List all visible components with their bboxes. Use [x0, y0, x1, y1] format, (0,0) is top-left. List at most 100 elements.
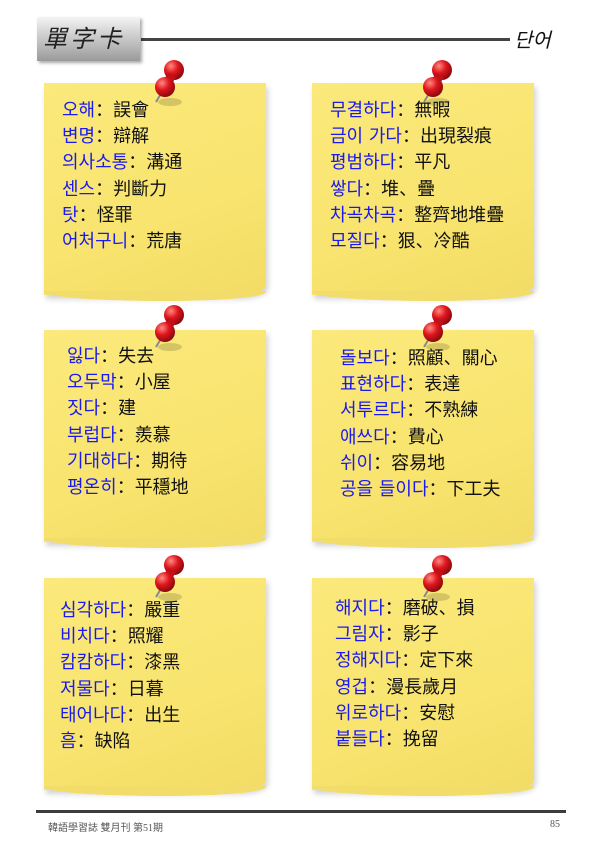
page-number: 85 — [550, 819, 560, 830]
vocab-entry: 차곡차곡：整齊地堆疊 — [330, 203, 504, 229]
korean-word: 부럽다 — [67, 424, 117, 446]
vocab-entry: 짓다：建 — [67, 396, 189, 422]
korean-word: 흠 — [60, 731, 77, 753]
vocab-entry: 어처구니：荒唐 — [62, 229, 182, 255]
chinese-meaning: 期待 — [151, 450, 188, 472]
korean-word: 애쓰다 — [340, 426, 390, 448]
separator: ： — [126, 704, 145, 726]
chinese-meaning: 平穩地 — [134, 477, 189, 499]
separator: ： — [109, 678, 128, 700]
separator: ： — [128, 231, 147, 253]
vocab-entry: 그림자：影子 — [335, 622, 475, 648]
chinese-meaning: 表達 — [424, 374, 461, 396]
sticky-note — [44, 83, 266, 301]
vocab-entry: 흠：缺陷 — [60, 729, 180, 755]
footer-divider — [36, 810, 566, 813]
section-label: 단어 — [514, 28, 551, 52]
vocab-entry: 모질다：狠、冷酷 — [330, 229, 504, 255]
separator: ： — [396, 152, 415, 174]
vocab-entry: 평범하다：平凡 — [330, 150, 504, 176]
chinese-meaning: 嚴重 — [144, 600, 181, 621]
chinese-meaning: 挽留 — [402, 729, 439, 751]
pushpin-icon — [416, 58, 456, 108]
korean-word: 금이 가다 — [330, 126, 402, 148]
chinese-meaning: 影子 — [402, 624, 439, 646]
separator: ： — [100, 398, 119, 420]
chinese-meaning: 辯解 — [113, 126, 150, 148]
section-title-box: 單字卡 — [37, 17, 140, 61]
vocab-entry: 영겁：漫長歲月 — [335, 675, 475, 701]
separator: ： — [78, 204, 97, 226]
vocab-entry: 탓：怪罪 — [62, 203, 182, 229]
korean-word: 평온히 — [67, 477, 117, 499]
korean-word: 무결하다 — [330, 100, 397, 121]
korean-word: 정해지다 — [335, 650, 402, 672]
vocab-entry: 쌓다：堆、疊 — [330, 177, 504, 203]
section-title: 單字卡 — [43, 25, 124, 53]
chinese-meaning: 缺陷 — [94, 731, 131, 753]
pushpin-icon — [416, 553, 456, 603]
korean-word: 차곡차곡 — [330, 204, 397, 226]
sticky-note — [44, 578, 266, 796]
vocab-entry: 의사소통：溝通 — [62, 150, 182, 176]
separator: ： — [116, 477, 135, 499]
chinese-meaning: 費心 — [407, 426, 444, 448]
vocab-entry: 변명：辯解 — [62, 124, 182, 150]
separator: ： — [126, 652, 145, 674]
korean-word: 기대하다 — [67, 450, 134, 472]
pushpin-icon — [148, 58, 188, 108]
vocab-entry: 쉬이：容易地 — [340, 451, 501, 477]
separator: ： — [401, 126, 420, 148]
separator: ： — [373, 452, 392, 474]
separator: ： — [406, 400, 425, 422]
korean-word: 모질다 — [330, 231, 380, 253]
korean-word: 그림자 — [335, 624, 385, 646]
separator: ： — [389, 426, 408, 448]
vocab-entry: 공을 들이다：下工夫 — [340, 477, 501, 503]
chinese-meaning: 溝通 — [146, 152, 183, 174]
separator: ： — [384, 598, 403, 619]
korean-word: 영겁 — [335, 676, 369, 698]
vocab-entry: 평온히：平穩地 — [67, 475, 189, 501]
separator: ： — [406, 374, 425, 396]
korean-word: 쌓다 — [330, 178, 364, 200]
sticky-note — [312, 330, 534, 548]
footer-publication: 韓語學習誌 雙月刊 第51期 — [48, 823, 163, 834]
vocab-entry: 오해：誤會 — [62, 98, 182, 124]
separator: ： — [116, 424, 135, 446]
korean-word: 어처구니 — [62, 231, 129, 253]
korean-word: 서투르다 — [340, 400, 407, 422]
korean-word: 센스 — [62, 178, 96, 200]
chinese-meaning: 無暇 — [414, 100, 451, 121]
sticky-note — [312, 578, 534, 796]
chinese-meaning: 漫長歲月 — [386, 676, 459, 698]
separator: ： — [100, 346, 119, 367]
chinese-meaning: 照耀 — [127, 626, 164, 648]
korean-word: 변명 — [62, 126, 96, 148]
korean-word: 비치다 — [60, 626, 110, 648]
chinese-meaning: 定下來 — [419, 650, 474, 672]
chinese-meaning: 日暮 — [127, 678, 164, 700]
separator: ： — [109, 626, 128, 648]
korean-word: 위로하다 — [335, 702, 402, 724]
chinese-meaning: 不熟練 — [424, 400, 479, 422]
chinese-meaning: 出生 — [144, 704, 181, 726]
separator: ： — [389, 348, 408, 369]
sticky-note — [312, 83, 534, 301]
korean-word: 공을 들이다 — [340, 479, 429, 501]
vocab-entry: 정해지다：定下來 — [335, 648, 475, 674]
chinese-meaning: 怪罪 — [96, 204, 133, 226]
chinese-meaning: 下工夫 — [446, 479, 501, 501]
separator: ： — [401, 650, 420, 672]
separator: ： — [95, 178, 114, 200]
vocab-entry: 서투르다：不熟練 — [340, 398, 501, 424]
vocab-entry: 비치다：照耀 — [60, 624, 180, 650]
separator: ： — [116, 372, 135, 394]
separator: ： — [384, 729, 403, 751]
korean-word: 표현하다 — [340, 374, 407, 396]
vocab-entry: 잃다：失去 — [67, 344, 189, 370]
separator: ： — [363, 178, 382, 200]
